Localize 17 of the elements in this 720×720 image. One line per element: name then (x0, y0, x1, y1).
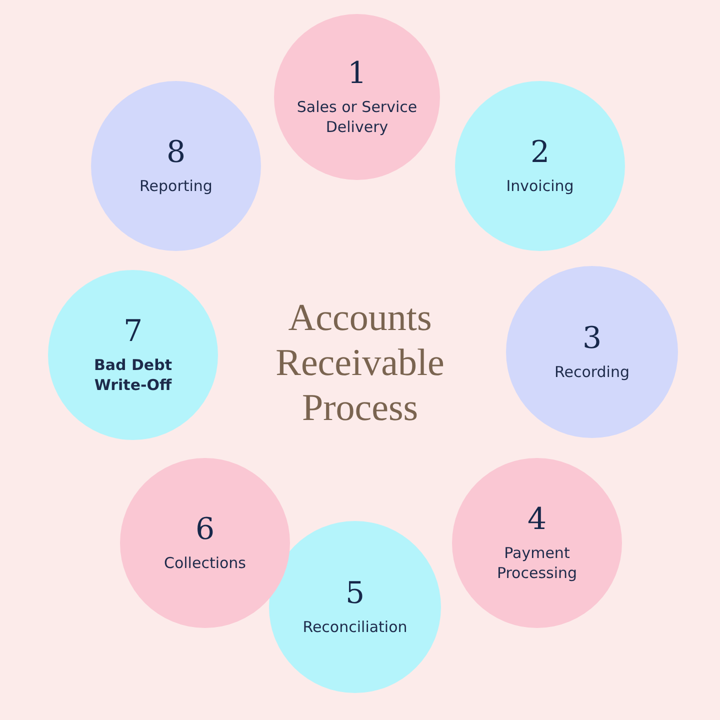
step-label: Invoicing (506, 176, 574, 196)
diagram-title: Accounts Receivable Process (274, 296, 446, 431)
step-number: 5 (345, 577, 365, 611)
step-number: 8 (166, 136, 186, 170)
step-label: Recording (554, 362, 630, 382)
step-label: Bad Debt Write-Off (92, 355, 174, 395)
step-number: 7 (123, 315, 143, 349)
step-label: Reporting (140, 176, 212, 196)
step-label: Collections (164, 553, 246, 573)
step-number: 2 (530, 136, 550, 170)
step-label: Sales or Service Delivery (296, 97, 418, 137)
step-number: 3 (582, 322, 602, 356)
step-number: 4 (527, 503, 547, 537)
step-label: Reconciliation (302, 617, 408, 637)
step-number: 1 (347, 57, 367, 91)
step-label: Payment Processing (496, 543, 578, 583)
step-number: 6 (195, 513, 215, 547)
